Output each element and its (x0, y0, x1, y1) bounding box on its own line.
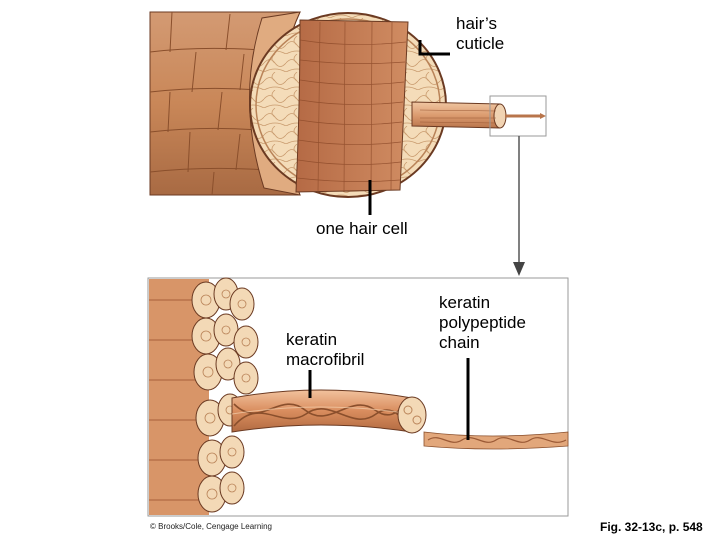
copyright-credit: © Brooks/Cole, Cengage Learning (150, 522, 272, 531)
label-hairs-cuticle: hair’s cuticle (456, 14, 504, 54)
label-keratin-macrofibril: keratin macrofibril (286, 330, 364, 370)
extruded-macrofibril (412, 102, 500, 128)
label-keratin-polypeptide-chain: keratin polypeptide chain (439, 293, 526, 353)
rope-end-face (398, 397, 426, 433)
zoom-arrowhead (513, 262, 525, 276)
label-one-hair-cell: one hair cell (316, 219, 408, 239)
figure-reference: Fig. 32-13c, p. 548 (600, 520, 703, 534)
